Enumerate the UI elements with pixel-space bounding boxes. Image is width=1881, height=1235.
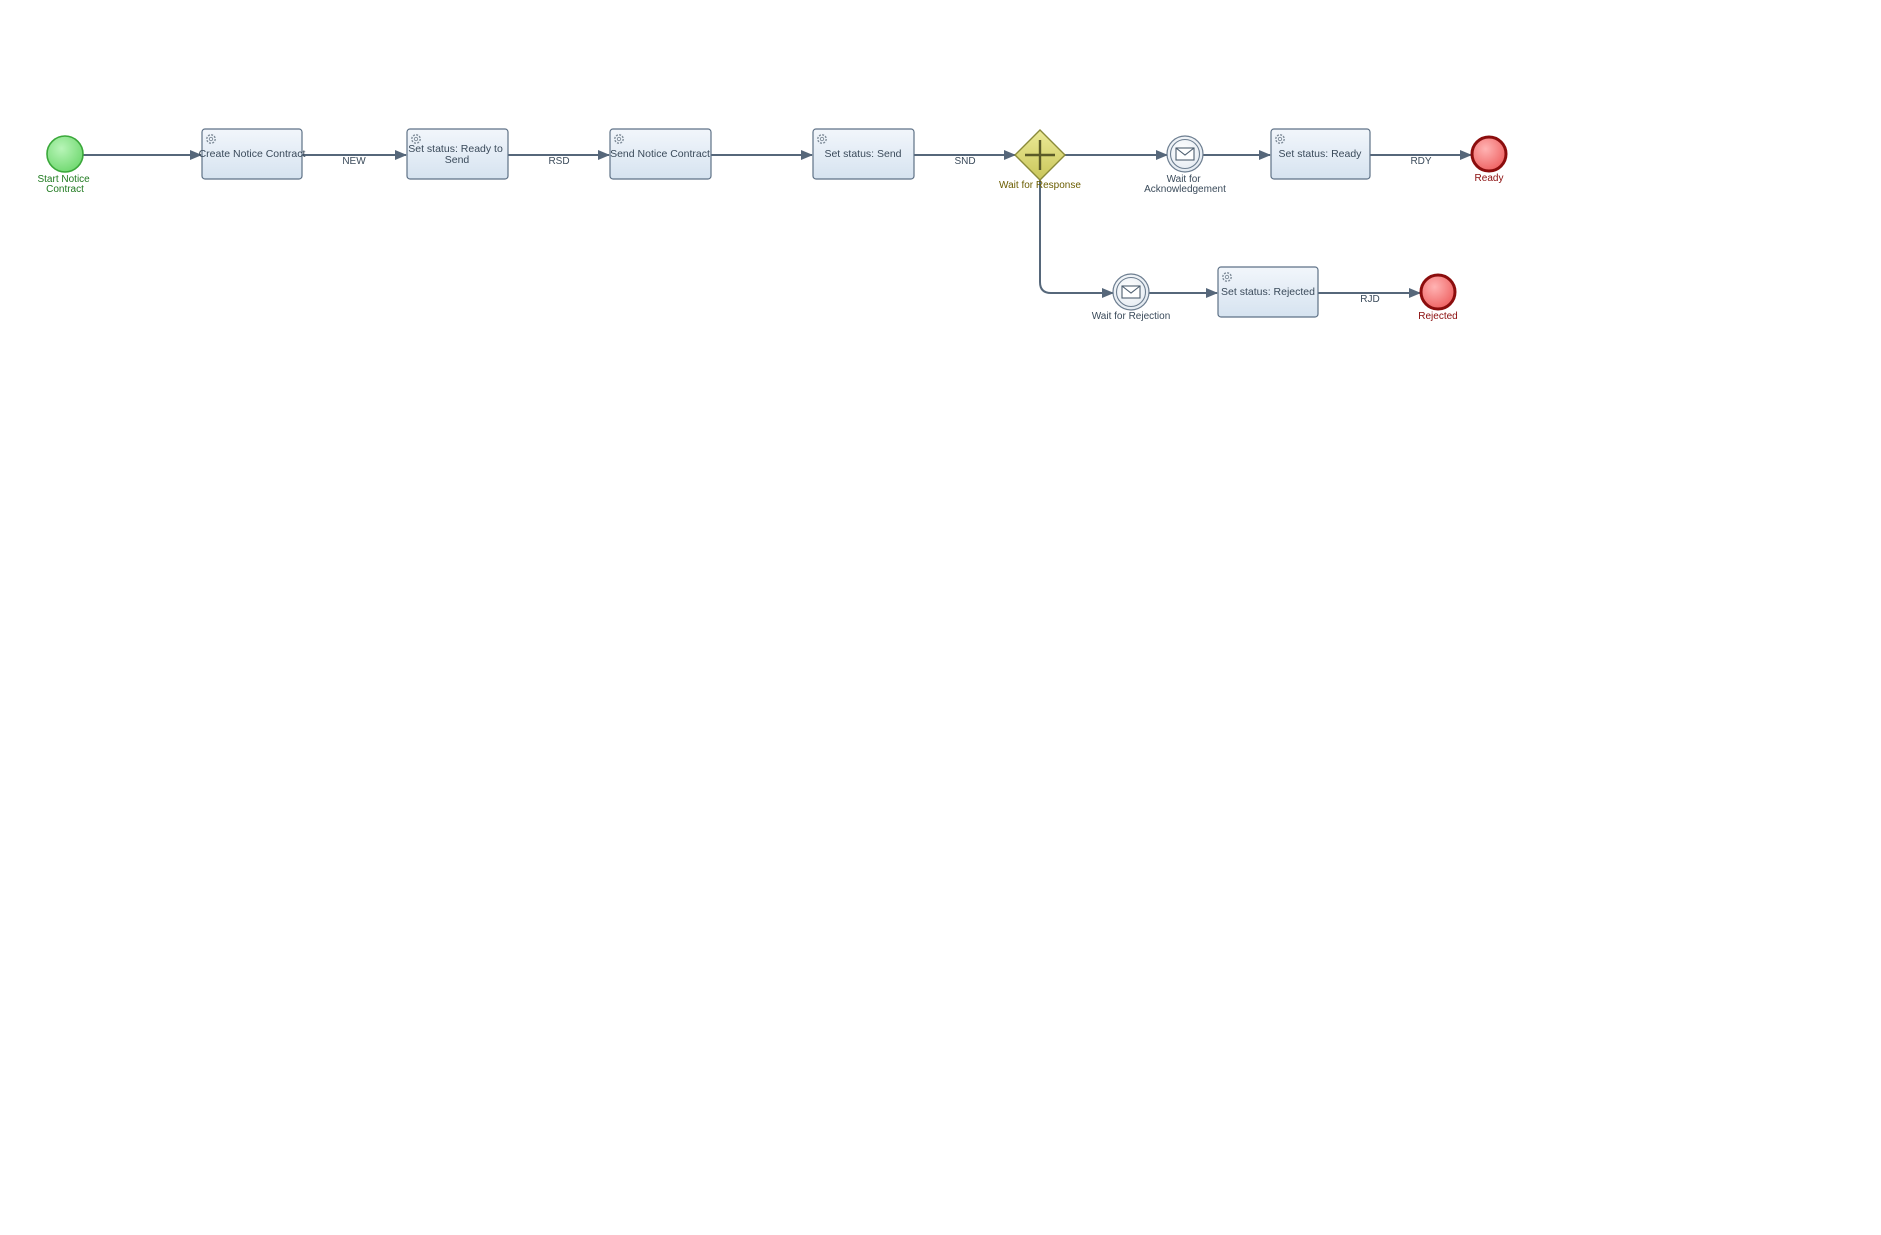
task-set-status-rejected[interactable]: Set status: Rejected: [1217, 266, 1319, 318]
gateway-label: Wait for Response: [999, 180, 1081, 191]
task-label: Send Notice Contract: [610, 148, 710, 160]
flow-labels: NEW RSD SND RDY RJD: [342, 156, 1432, 305]
flow-label-rdy: RDY: [1410, 156, 1431, 167]
start-event-start-notice-contract[interactable]: [46, 135, 84, 173]
plus-icon: [1025, 140, 1055, 170]
envelope-icon: [1121, 285, 1141, 299]
event-label: Wait for Rejection: [1092, 311, 1171, 322]
task-label: Set status: Ready: [1279, 148, 1363, 160]
flow-label-snd: SND: [954, 156, 975, 167]
task-set-status-ready[interactable]: Set status: Ready: [1270, 128, 1371, 180]
start-event-label: Start Notice Contract: [37, 174, 92, 195]
end-event-label: Ready: [1475, 173, 1504, 184]
task-set-status-send[interactable]: Set status: Send: [812, 128, 915, 180]
task-label: Set status: Ready to Send: [408, 143, 505, 166]
gateway-wait-for-response[interactable]: [1014, 129, 1066, 181]
end-event-label: Rejected: [1418, 311, 1457, 322]
flow-gateway-to-wait-rejection[interactable]: [1039, 180, 1114, 298]
flow-label-rjd: RJD: [1360, 294, 1379, 305]
task-label: Set status: Rejected: [1221, 286, 1315, 298]
task-send-notice-contract[interactable]: Send Notice Contract: [609, 128, 712, 180]
end-event-rejected[interactable]: [1419, 273, 1457, 311]
task-create-notice-contract[interactable]: Create Notice Contract: [199, 128, 306, 180]
end-event-ready[interactable]: [1470, 135, 1508, 173]
envelope-icon: [1175, 147, 1195, 161]
task-set-status-ready-to-send[interactable]: Set status: Ready to Send: [406, 128, 509, 180]
sequence-flows: [83, 150, 1472, 298]
task-label: Set status: Send: [824, 148, 901, 160]
flow-label-rsd: RSD: [548, 156, 569, 167]
flow-label-new: NEW: [342, 156, 366, 167]
event-label: Wait for Acknowledgement: [1144, 174, 1226, 195]
event-wait-for-rejection[interactable]: [1112, 273, 1150, 311]
task-label: Create Notice Contract: [199, 148, 306, 160]
event-wait-for-acknowledgement[interactable]: [1166, 135, 1204, 173]
